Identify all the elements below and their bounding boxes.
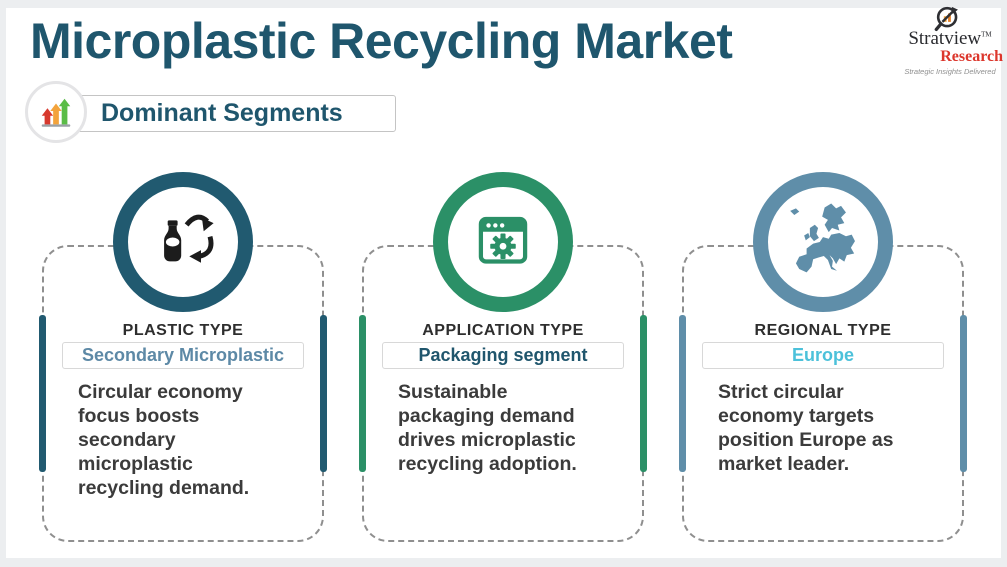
card-value-label: Europe [791, 345, 854, 365]
brand-name: StratviewTM [908, 28, 992, 49]
accent-bar-left [39, 315, 46, 472]
brand-subname: Research [940, 48, 1003, 65]
card-description: Strict circular economy targets position… [718, 381, 894, 475]
accent-bar-left [359, 315, 366, 472]
section-badge-label: Dominant Segments [101, 99, 343, 127]
bottle-recycle-icon [113, 172, 253, 312]
card-category-label: PLASTIC TYPE [122, 322, 244, 339]
card-value-box: Packaging segment [382, 342, 624, 369]
brand-tagline: Strategic Insights Delivered [904, 67, 996, 76]
card-category-label: APPLICATION TYPE [422, 322, 584, 339]
card-description: Circular economy focus boosts secondary … [78, 381, 250, 499]
magnifier-growth-icon [934, 6, 958, 32]
trend-arrows-icon [25, 81, 87, 143]
trademark-symbol: TM [981, 30, 992, 39]
accent-bar-right [640, 315, 647, 472]
card-value-box: Europe [702, 342, 944, 369]
accent-bar-left [679, 315, 686, 472]
card-category-label: REGIONAL TYPE [754, 322, 892, 339]
card-value-label: Packaging segment [418, 345, 588, 365]
card-value-label: Secondary Microplastic [81, 345, 285, 365]
section-badge: Dominant Segments [56, 95, 396, 132]
page-title: Microplastic Recycling Market [30, 13, 733, 69]
accent-bar-right [320, 315, 327, 472]
accent-bar-right [960, 315, 967, 472]
card-description: Sustainable packaging demand drives micr… [398, 381, 577, 475]
window-gear-icon [433, 172, 573, 312]
card-value-box: Secondary Microplastic [62, 342, 304, 369]
europe-map-icon [753, 172, 893, 312]
